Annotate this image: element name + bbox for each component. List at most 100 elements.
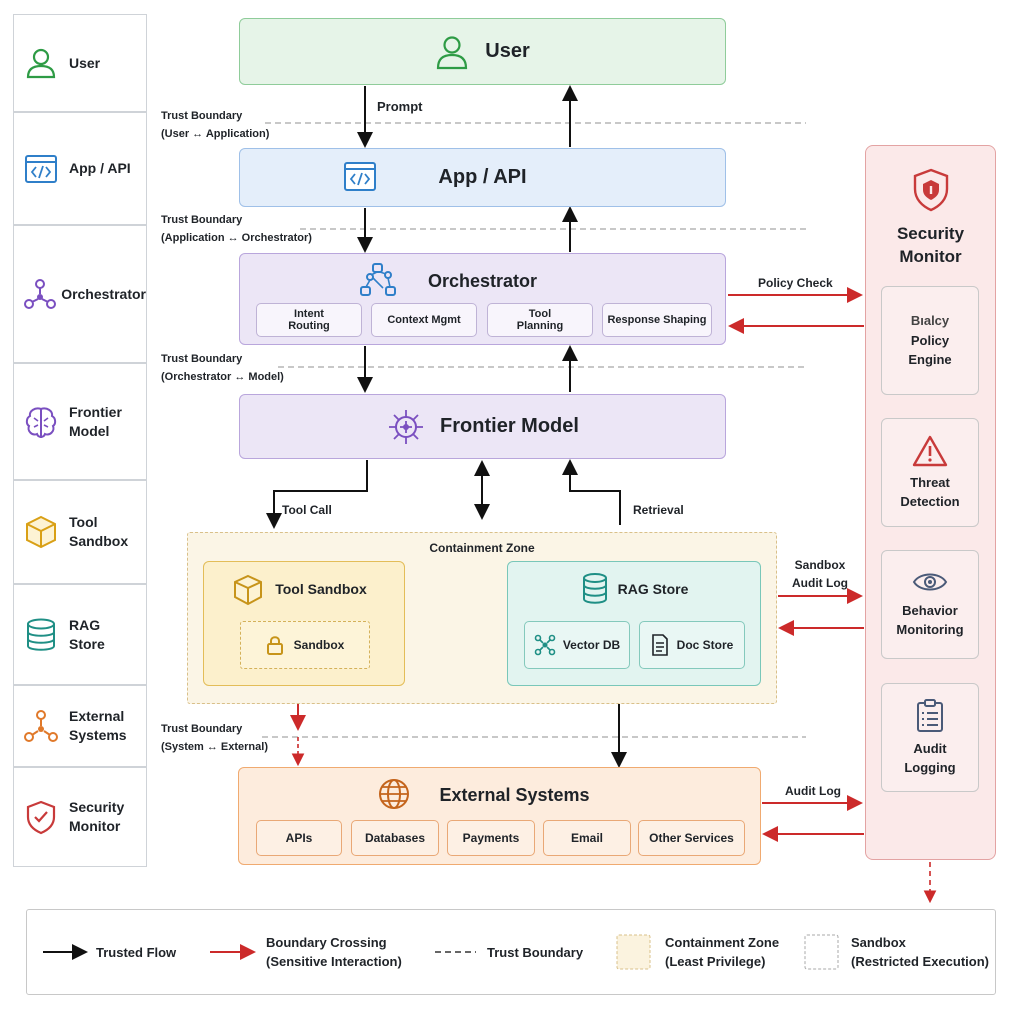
prompt-label: Prompt: [377, 99, 423, 114]
audit-logging-card: Audit Logging: [881, 683, 979, 792]
frontier-model-title: Frontier Model: [440, 415, 579, 437]
legend-cell-security-monitor: Security Monitor: [13, 767, 147, 867]
box-icon: [233, 574, 263, 606]
chip-email: Email: [543, 820, 631, 856]
box-icon: [23, 514, 59, 550]
policy-icon-overlay: Bıalcy: [910, 312, 950, 328]
legend-label: Orchestrator: [61, 285, 146, 302]
database-icon: [581, 572, 609, 606]
tool-sandbox-title: Tool Sandbox: [275, 581, 367, 597]
legend-label: App / API: [69, 160, 131, 176]
user-box: User: [239, 18, 726, 85]
globe-icon: [378, 778, 410, 810]
trust-boundary-label-orch-model: Trust Boundary (Orchestrator ↔ Model): [161, 350, 284, 386]
app-api-title: App / API: [438, 166, 527, 188]
tool-sandbox-box: Tool Sandbox Sandbox: [203, 561, 405, 686]
chip-vector-db: Vector DB: [524, 621, 630, 669]
trust-boundary-sub: (System ↔ External): [161, 741, 268, 753]
threat-detection-label: Threat Detection: [900, 474, 960, 509]
security-monitor-title: Security Monitor: [896, 224, 965, 266]
orchestrator-box: Orchestrator Intent Routing Context Mgmt…: [239, 253, 726, 345]
chip-other-services: Other Services: [638, 820, 745, 856]
document-icon: [651, 634, 669, 656]
shield-icon: [23, 799, 59, 835]
retrieval-label: Retrieval: [633, 503, 684, 517]
sandbox-audit-label: Sandbox Audit Log: [792, 558, 848, 590]
legend-containment-swatch: [616, 934, 651, 970]
legend-cell-app-api: App / API: [13, 112, 147, 225]
chip-payments: Payments: [447, 820, 535, 856]
policy-engine-card: Bıalcy Policy Engine: [881, 286, 979, 395]
legend-label: Tool Sandbox: [69, 514, 129, 549]
trust-boundary-title: Trust Boundary: [161, 214, 243, 226]
containment-zone-title: Containment Zone: [429, 541, 535, 555]
threat-detection-card: Threat Detection: [881, 418, 979, 527]
chip-apis: APIs: [256, 820, 342, 856]
chip-context-mgmt: Context Mgmt: [371, 303, 477, 337]
legend-trusted-flow-label: Trusted Flow: [96, 945, 177, 960]
warning-icon: [912, 435, 948, 467]
clipboard-icon: [916, 698, 944, 733]
chip-intent-routing: Intent Routing: [256, 303, 362, 337]
audit-log-label: Audit Log: [785, 784, 841, 798]
legend-cell-frontier-model: Frontier Model: [13, 363, 147, 480]
trust-boundary-title: Trust Boundary: [161, 353, 243, 365]
legend-cell-orchestrator: Orchestrator: [13, 225, 147, 363]
inner-sandbox: Sandbox: [240, 621, 370, 669]
legend-boundary-crossing-label: Boundary Crossing (Sensitive Interaction…: [266, 935, 402, 969]
legend-sandbox-label: Sandbox (Restricted Execution): [851, 935, 989, 969]
trust-boundary-title: Trust Boundary: [161, 723, 243, 735]
legend-containment-label: Containment Zone (Least Privilege): [665, 935, 780, 969]
vector-db-label: Vector DB: [562, 638, 621, 652]
inner-sandbox-label: Sandbox: [293, 638, 345, 652]
legend-cell-external-systems: External Systems: [13, 685, 147, 767]
network-icon: [22, 276, 57, 312]
policy-engine-label: Policy Engine: [908, 332, 952, 367]
trust-boundary-title: Trust Boundary: [161, 110, 243, 122]
model-hub-icon: [386, 407, 426, 447]
database-icon: [23, 617, 59, 653]
trust-boundary-label-system-external: Trust Boundary (System ↔ External): [161, 720, 268, 756]
vector-graph-icon: [534, 634, 556, 656]
legend-label: User: [69, 54, 101, 71]
legend-sandbox-swatch: [804, 934, 839, 970]
legend-label: Security Monitor: [69, 799, 125, 834]
behavior-monitoring-label: Behavior Monitoring: [896, 602, 964, 637]
chip-tool-planning: Tool Planning: [487, 303, 593, 337]
trust-boundary-label-app-orch: Trust Boundary (Application ↔ Orchestrat…: [161, 211, 312, 247]
tool-call-label: Tool Call: [282, 503, 332, 517]
code-window-icon: [23, 151, 59, 187]
chip-response-shaping: Response Shaping: [602, 303, 712, 337]
external-systems-box: External Systems APIs Databases Payments…: [238, 767, 761, 865]
chip-doc-store: Doc Store: [639, 621, 745, 669]
trust-boundary-sub: (Orchestrator ↔ Model): [161, 371, 284, 383]
shield-icon: [912, 168, 950, 212]
legend-label: RAG Store: [69, 616, 105, 652]
behavior-monitoring-card: Behavior Monitoring: [881, 550, 979, 659]
chip-databases: Databases: [351, 820, 439, 856]
user-icon: [23, 45, 59, 81]
legend-cell-user: User: [13, 14, 147, 112]
network-icon: [358, 262, 398, 298]
rag-store-box: RAG Store Vector DB Doc Store: [507, 561, 761, 686]
legend-cell-tool-sandbox: Tool Sandbox: [13, 480, 147, 584]
legend-trust-boundary-label: Trust Boundary: [487, 945, 584, 960]
user-title: User: [485, 40, 530, 62]
lock-icon: [266, 635, 284, 655]
external-nodes-icon: [23, 708, 59, 744]
trust-boundary-label-user-app: Trust Boundary (User ↔ Application): [161, 107, 269, 143]
rag-store-title: RAG Store: [617, 581, 689, 597]
external-systems-title: External Systems: [439, 785, 590, 805]
policy-check-label: Policy Check: [758, 276, 833, 290]
app-api-box: App / API: [239, 148, 726, 207]
trust-boundary-sub: (Application ↔ Orchestrator): [161, 232, 312, 244]
legend-label: Frontier Model: [69, 403, 122, 439]
frontier-model-box: Frontier Model: [239, 394, 726, 459]
legend-cell-rag-store: RAG Store: [13, 584, 147, 685]
user-icon: [435, 34, 469, 70]
code-window-icon: [343, 161, 377, 193]
brain-icon: [23, 404, 59, 440]
orchestrator-title: Orchestrator: [427, 271, 538, 291]
trust-boundary-sub: (User ↔ Application): [161, 128, 270, 140]
